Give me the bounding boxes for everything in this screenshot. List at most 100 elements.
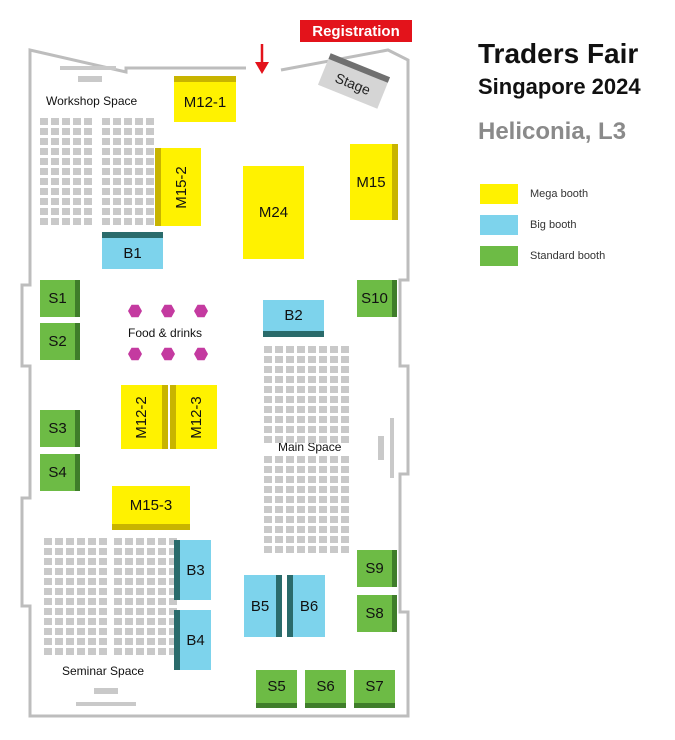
seat xyxy=(308,466,316,473)
booth-m12-3[interactable]: M12-3 xyxy=(170,385,217,449)
seat xyxy=(62,218,70,225)
seat xyxy=(135,138,143,145)
seat xyxy=(51,218,59,225)
seat xyxy=(286,406,294,413)
seat xyxy=(158,538,166,545)
seat xyxy=(73,118,81,125)
seat xyxy=(297,356,305,363)
seat xyxy=(73,208,81,215)
seat xyxy=(146,128,154,135)
seat xyxy=(99,638,107,645)
seat xyxy=(297,406,305,413)
booth-s3[interactable]: S3 xyxy=(40,410,80,447)
booth-s10[interactable]: S10 xyxy=(357,280,397,317)
seat xyxy=(51,178,59,185)
seat xyxy=(308,416,316,423)
seat xyxy=(135,178,143,185)
seat xyxy=(77,548,85,555)
seat xyxy=(99,608,107,615)
seat xyxy=(330,436,338,443)
booth-b4[interactable]: B4 xyxy=(174,610,211,670)
booth-s9[interactable]: S9 xyxy=(357,550,397,587)
seat xyxy=(297,546,305,553)
seat xyxy=(102,128,110,135)
seat xyxy=(319,506,327,513)
seat xyxy=(158,608,166,615)
seat xyxy=(113,138,121,145)
seat xyxy=(44,538,52,545)
seat xyxy=(55,538,63,545)
seat xyxy=(44,568,52,575)
booth-s7[interactable]: S7 xyxy=(354,670,395,708)
seat xyxy=(113,218,121,225)
seat xyxy=(319,406,327,413)
booth-s8[interactable]: S8 xyxy=(357,595,397,632)
booth-m12-1[interactable]: M12-1 xyxy=(174,76,236,122)
seat xyxy=(102,138,110,145)
booth-b3[interactable]: B3 xyxy=(174,540,211,600)
booth-s2[interactable]: S2 xyxy=(40,323,80,360)
seat xyxy=(286,346,294,353)
seat xyxy=(330,516,338,523)
seat xyxy=(297,526,305,533)
seat xyxy=(297,456,305,463)
seat xyxy=(124,198,132,205)
booth-m15[interactable]: M15 xyxy=(350,144,398,220)
booth-m24[interactable]: M24 xyxy=(243,166,304,259)
seat xyxy=(286,506,294,513)
seat xyxy=(102,178,110,185)
seat xyxy=(51,158,59,165)
seat xyxy=(44,618,52,625)
seat xyxy=(275,406,283,413)
seat xyxy=(147,588,155,595)
seat xyxy=(341,506,349,513)
booth-label: M15 xyxy=(356,173,386,191)
seat xyxy=(319,366,327,373)
seat xyxy=(146,218,154,225)
booth-s4[interactable]: S4 xyxy=(40,454,80,491)
seat xyxy=(88,588,96,595)
seat xyxy=(319,466,327,473)
seat xyxy=(113,128,121,135)
booth-b1[interactable]: B1 xyxy=(102,232,163,269)
booth-b2[interactable]: B2 xyxy=(263,300,324,337)
seat xyxy=(297,536,305,543)
booth-m12-2[interactable]: M12-2 xyxy=(121,385,168,449)
seat xyxy=(330,506,338,513)
seat xyxy=(341,436,349,443)
booth-label: S9 xyxy=(365,560,384,577)
booth-m15-3[interactable]: M15-3 xyxy=(112,486,190,530)
seat xyxy=(158,648,166,655)
seat xyxy=(88,578,96,585)
booth-s6[interactable]: S6 xyxy=(305,670,346,708)
seat xyxy=(66,598,74,605)
seat xyxy=(264,506,272,513)
booth-label: M15-3 xyxy=(129,496,173,514)
booth-label: S5 xyxy=(267,678,286,695)
seat xyxy=(286,386,294,393)
seat xyxy=(169,598,177,605)
seat xyxy=(44,548,52,555)
seat xyxy=(275,496,283,503)
main-seating-lower xyxy=(264,456,349,553)
seat xyxy=(124,158,132,165)
seat xyxy=(264,476,272,483)
seat xyxy=(99,628,107,635)
booth-b6[interactable]: B6 xyxy=(287,575,325,637)
booth-s5[interactable]: S5 xyxy=(256,670,297,708)
booth-s1[interactable]: S1 xyxy=(40,280,80,317)
seat xyxy=(264,536,272,543)
seat xyxy=(136,548,144,555)
seat xyxy=(330,546,338,553)
seat xyxy=(124,218,132,225)
seat xyxy=(62,128,70,135)
booth-m15-2[interactable]: M15-2 xyxy=(155,148,201,226)
seat xyxy=(40,158,48,165)
booth-label: S2 xyxy=(48,333,67,350)
booth-b5[interactable]: B5 xyxy=(244,575,282,637)
seat xyxy=(146,188,154,195)
seat xyxy=(297,496,305,503)
seat xyxy=(99,598,107,605)
seat xyxy=(73,148,81,155)
seat xyxy=(341,356,349,363)
